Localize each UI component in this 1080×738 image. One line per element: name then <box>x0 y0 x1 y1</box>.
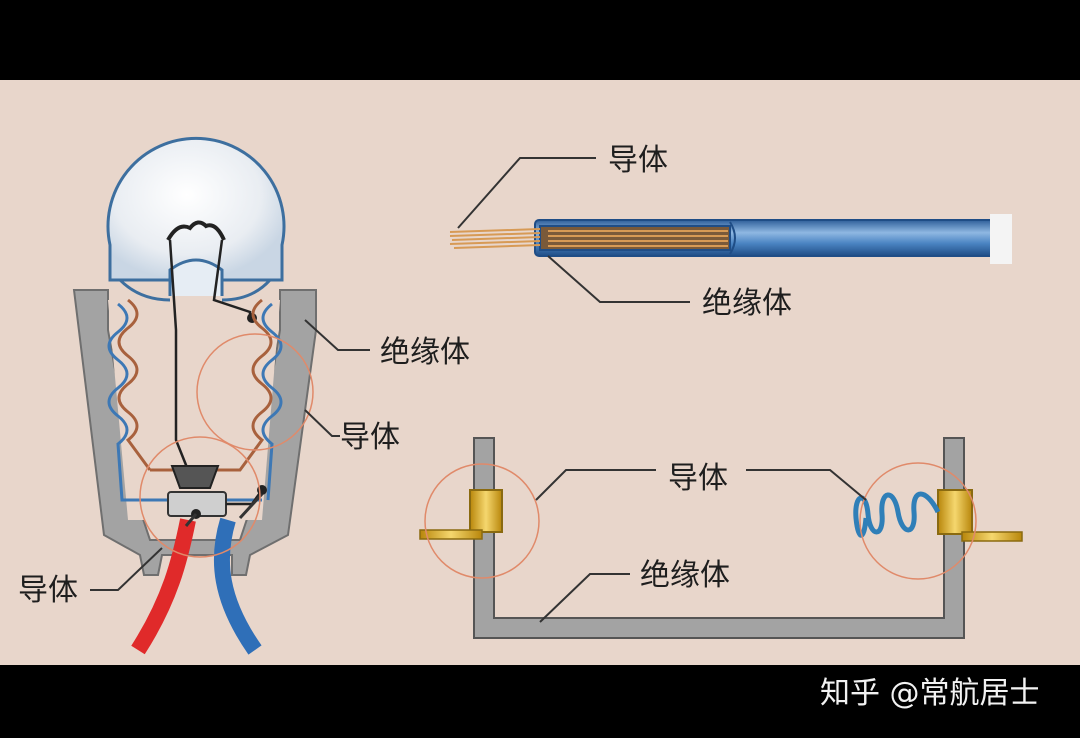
leader-line-right-terminal-conductor <box>746 469 867 501</box>
bulb-annotations: 绝缘体 导体 导体 <box>18 319 470 608</box>
label-terminal-conductor: 导体 <box>668 461 728 496</box>
highlight-circle-base <box>139 436 261 558</box>
right-terminal-body <box>937 489 973 535</box>
blue-cord <box>213 517 262 655</box>
base-contact <box>170 465 220 489</box>
thread-copper-left <box>117 298 152 471</box>
leader-line-left-terminal-conductor <box>535 469 656 501</box>
label-cable-insulator: 绝缘体 <box>702 286 792 321</box>
thread-blue-left <box>107 302 262 502</box>
lead-wire-left <box>168 239 190 471</box>
terminal-annotations: 导体 绝缘体 <box>535 461 867 623</box>
filament <box>166 220 226 242</box>
leader-line-thread-conductor <box>304 409 340 437</box>
thread-copper-right <box>150 298 273 472</box>
highlight-circle-right-terminal <box>859 462 977 580</box>
bulb-stem <box>168 258 224 296</box>
red-cord-core <box>184 513 198 527</box>
socket-inner <box>108 300 280 520</box>
right-terminal-pin <box>961 531 1023 542</box>
highlight-circle-thread <box>196 333 314 451</box>
watermark: 知乎 @常航居士 <box>820 676 1040 711</box>
highlight-circle-left-terminal <box>424 463 540 579</box>
label-strands-conductor: 导体 <box>608 143 668 178</box>
leader-line-socket-insulator <box>304 319 370 351</box>
bulb-neck <box>118 278 272 302</box>
left-terminal-body <box>469 489 503 533</box>
cable-annotations: 导体 绝缘体 <box>457 143 792 321</box>
terminal-frame-illustration <box>419 437 1023 639</box>
spring-coil <box>853 491 941 538</box>
bulb-socket-illustration <box>72 136 317 655</box>
label-thread-conductor: 导体 <box>340 420 400 455</box>
cable-end-cap <box>990 214 1012 264</box>
copper-strands <box>449 228 728 249</box>
leader-line-strands-conductor <box>457 157 596 229</box>
blue-cord-core <box>238 492 264 520</box>
bulb-glass <box>106 136 286 282</box>
label-cord-conductor: 导体 <box>18 573 78 608</box>
left-terminal-pin <box>419 529 483 540</box>
thread-blue-right <box>261 302 283 501</box>
cable-illustration <box>449 214 1012 264</box>
cable-jacket-edge <box>729 221 736 255</box>
leader-line-frame-insulator <box>539 573 630 623</box>
label-frame-insulator: 绝缘体 <box>640 558 730 593</box>
label-socket-insulator: 绝缘体 <box>380 335 470 370</box>
red-cord <box>131 518 196 655</box>
leader-line-cable-insulator <box>547 255 690 303</box>
leader-line-cord-conductor <box>90 547 163 591</box>
